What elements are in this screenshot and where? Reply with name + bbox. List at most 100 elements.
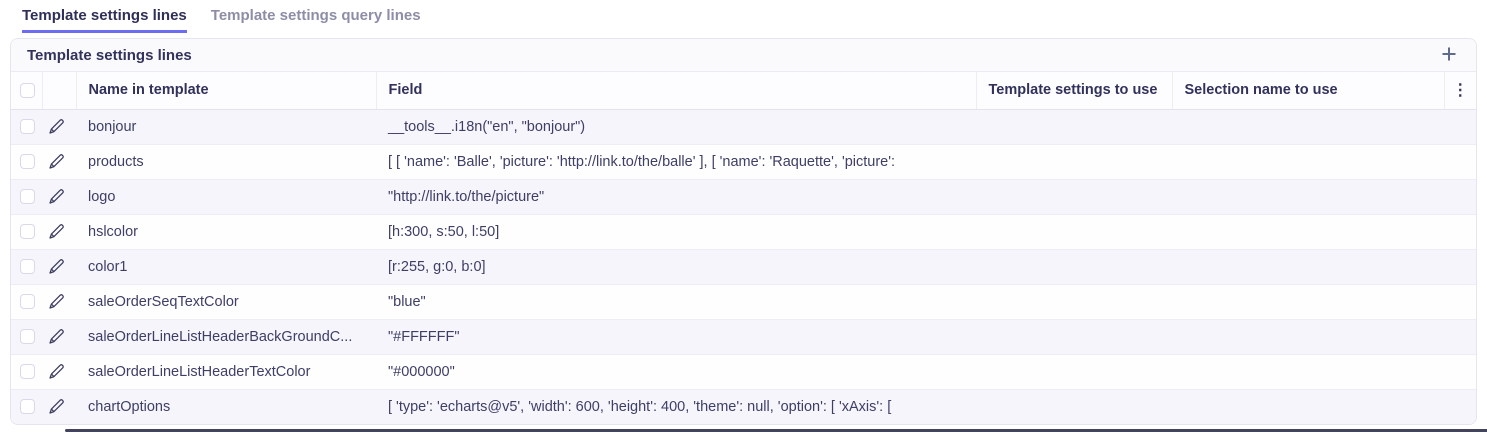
column-header-selection-name-to-use[interactable]: Selection name to use bbox=[1172, 72, 1445, 110]
cell-row-menu bbox=[1444, 109, 1476, 145]
cell-field: [ [ 'name': 'Balle', 'picture': 'http://… bbox=[376, 144, 976, 180]
row-edit-cell bbox=[42, 389, 76, 424]
row-select-cell bbox=[11, 144, 42, 180]
cell-name-in-template: products bbox=[76, 144, 376, 180]
cell-field: "http://link.to/the/picture" bbox=[376, 179, 976, 215]
table-row[interactable]: bonjour __tools__.i18n("en", "bonjour") bbox=[11, 109, 1476, 145]
plus-icon bbox=[1440, 45, 1458, 66]
template-settings-lines-grid: Name in template Field Template settings… bbox=[11, 72, 1476, 424]
cell-name-in-template: saleOrderLineListHeaderTextColor bbox=[76, 354, 376, 390]
pencil-icon[interactable] bbox=[48, 223, 65, 240]
row-edit-cell bbox=[42, 354, 76, 390]
edit-column-header bbox=[42, 72, 77, 110]
cell-name-in-template: color1 bbox=[76, 249, 376, 285]
cell-name-in-template: chartOptions bbox=[88, 398, 171, 415]
row-edit-cell bbox=[42, 109, 76, 145]
row-edit-cell bbox=[42, 284, 76, 320]
table-row[interactable]: saleOrderLineListHeaderTextColor "#00000… bbox=[11, 354, 1476, 390]
pencil-icon[interactable] bbox=[48, 293, 65, 310]
pencil-icon[interactable] bbox=[48, 258, 65, 275]
column-header-name-in-template[interactable]: Name in template bbox=[76, 72, 377, 110]
cell-row-menu bbox=[1444, 144, 1476, 180]
cell-template-settings-to-use bbox=[976, 354, 1172, 390]
cell-template-settings-to-use bbox=[976, 284, 1172, 320]
select-all-checkbox[interactable] bbox=[20, 82, 35, 98]
cell-selection-name-to-use bbox=[1172, 179, 1444, 215]
row-checkbox[interactable] bbox=[20, 224, 35, 240]
pencil-icon[interactable] bbox=[48, 363, 65, 380]
grid-menu-header-cell: ⋮ bbox=[1444, 72, 1476, 110]
cell-row-menu bbox=[1444, 249, 1476, 285]
select-all-header-cell bbox=[11, 72, 43, 110]
row-checkbox[interactable] bbox=[20, 119, 35, 135]
cell-row-menu bbox=[1444, 319, 1476, 355]
cell-name-in-template: logo bbox=[76, 179, 376, 215]
cell-field: "blue" bbox=[376, 284, 976, 320]
cell-field: __tools__.i18n("en", "bonjour") bbox=[376, 109, 976, 145]
cell-template-settings-to-use bbox=[976, 249, 1172, 285]
tab-bar: Template settings lines Template setting… bbox=[0, 0, 1487, 33]
cell-template-settings-to-use bbox=[976, 389, 1172, 424]
cell-selection-name-to-use bbox=[1172, 214, 1444, 250]
cell-template-settings-to-use bbox=[976, 319, 1172, 355]
tab-template-settings-query-lines[interactable]: Template settings query lines bbox=[210, 7, 421, 24]
horizontal-scrollbar[interactable] bbox=[65, 429, 1487, 432]
cell-name-in-template: bonjour bbox=[76, 109, 376, 145]
cell-name-in-template: saleOrderLineListHeaderBackGroundC... bbox=[76, 319, 376, 355]
cell-row-menu bbox=[1444, 354, 1476, 390]
pencil-icon[interactable] bbox=[48, 188, 65, 205]
row-checkbox[interactable] bbox=[20, 259, 35, 275]
table-row[interactable]: saleOrderLineListHeaderBackGroundC... "#… bbox=[11, 319, 1476, 355]
column-header-field[interactable]: Field bbox=[376, 72, 977, 110]
row-select-cell bbox=[11, 319, 42, 355]
cell-selection-name-to-use bbox=[1172, 389, 1444, 424]
row-checkbox[interactable] bbox=[20, 294, 35, 310]
kebab-menu-icon[interactable]: ⋮ bbox=[1452, 82, 1469, 100]
row-select-cell bbox=[11, 354, 42, 390]
row-checkbox[interactable] bbox=[20, 399, 35, 415]
cell-selection-name-to-use bbox=[1172, 354, 1444, 390]
row-checkbox[interactable] bbox=[20, 329, 35, 345]
cell-field: "#FFFFFF" bbox=[376, 319, 976, 355]
add-line-button[interactable] bbox=[1434, 43, 1464, 68]
row-edit-cell bbox=[42, 144, 76, 180]
row-checkbox[interactable] bbox=[20, 189, 35, 205]
cell-template-settings-to-use bbox=[976, 144, 1172, 180]
cell-row-menu bbox=[1444, 389, 1476, 424]
cell-name-in-template: saleOrderSeqTextColor bbox=[76, 284, 376, 320]
cell-selection-name-to-use bbox=[1172, 284, 1444, 320]
cell-selection-name-to-use bbox=[1172, 144, 1444, 180]
table-row[interactable]: hslcolor [h:300, s:50, l:50] bbox=[11, 214, 1476, 250]
panel-title: Template settings lines bbox=[27, 46, 192, 64]
table-row[interactable]: saleOrderSeqTextColor "blue" bbox=[11, 284, 1476, 320]
row-checkbox[interactable] bbox=[20, 364, 35, 380]
pencil-icon[interactable] bbox=[48, 328, 65, 345]
cell-template-settings-to-use bbox=[976, 214, 1172, 250]
panel-header: Template settings lines bbox=[11, 39, 1476, 72]
pencil-icon[interactable] bbox=[48, 153, 65, 170]
cell-row-menu bbox=[1444, 179, 1476, 215]
table-row[interactable]: color1 [r:255, g:0, b:0] bbox=[11, 249, 1476, 285]
cell-row-menu bbox=[1444, 214, 1476, 250]
row-select-cell bbox=[11, 179, 42, 215]
cell-template-settings-to-use bbox=[976, 109, 1172, 145]
table-row[interactable]: logo "http://link.to/the/picture" bbox=[11, 179, 1476, 215]
table-row[interactable]: products [ [ 'name': 'Balle', 'picture':… bbox=[11, 144, 1476, 180]
pencil-icon[interactable] bbox=[48, 398, 65, 415]
cell-name-in-template: hslcolor bbox=[76, 214, 376, 250]
column-header-template-settings-to-use[interactable]: Template settings to use bbox=[976, 72, 1173, 110]
row-select-cell bbox=[11, 214, 42, 250]
row-select-cell bbox=[11, 284, 42, 320]
cell-selection-name-to-use bbox=[1172, 249, 1444, 285]
cell-selection-name-to-use bbox=[1172, 109, 1444, 145]
cell-field: [r:255, g:0, b:0] bbox=[376, 249, 976, 285]
grid-header-row: Name in template Field Template settings… bbox=[11, 72, 1476, 110]
row-select-cell bbox=[11, 109, 42, 145]
pencil-icon[interactable] bbox=[48, 118, 65, 135]
cell-selection-name-to-use bbox=[1172, 319, 1444, 355]
row-select-cell bbox=[11, 389, 42, 424]
row-checkbox[interactable] bbox=[20, 154, 35, 170]
tab-template-settings-lines[interactable]: Template settings lines bbox=[22, 7, 187, 33]
table-row[interactable]: chartOptions [ 'type': 'echarts@v5', 'wi… bbox=[11, 389, 1476, 424]
row-edit-cell bbox=[42, 214, 76, 250]
